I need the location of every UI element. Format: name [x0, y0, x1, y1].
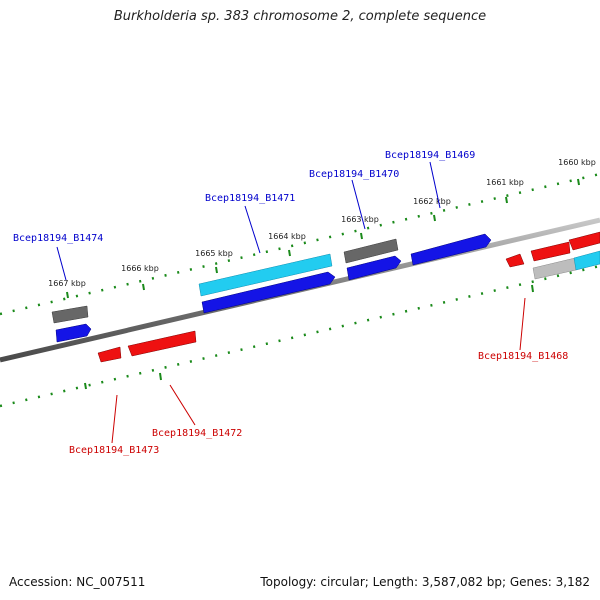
cds-feature[interactable] [530, 241, 571, 262]
gene-label[interactable]: Bcep18194_B1468 [478, 351, 568, 362]
tick-label: 1660 kbp [558, 158, 596, 167]
cds-feature[interactable] [201, 271, 336, 314]
tick-label: 1663 kbp [341, 215, 379, 224]
gene-label[interactable]: Bcep18194_B1472 [152, 428, 242, 439]
gene-label[interactable]: Bcep18194_B1469 [385, 150, 475, 161]
rna-feature[interactable] [573, 250, 600, 271]
map-title: Burkholderia sp. 383 chromosome 2, compl… [113, 9, 487, 24]
genome-summary-text: Topology: circular; Length: 3,587,082 bp… [260, 575, 590, 589]
tick-label: 1664 kbp [268, 232, 306, 241]
cds-feature[interactable] [505, 253, 525, 268]
inner-ruler-ticks [84, 284, 534, 390]
rna-feature[interactable] [198, 253, 333, 297]
tick-label: 1662 kbp [413, 197, 451, 206]
tick-label: 1666 kbp [121, 264, 159, 273]
forward-features [51, 233, 600, 343]
gene-label[interactable]: Bcep18194_B1471 [205, 193, 295, 204]
gene-feature[interactable] [343, 238, 399, 264]
gene-feature[interactable] [532, 257, 577, 280]
cds-feature[interactable] [55, 323, 92, 343]
forward-leader-lines [56, 161, 441, 281]
reverse-leader-lines [111, 297, 526, 444]
cds-feature[interactable] [97, 346, 122, 363]
tick-label: 1665 kbp [195, 249, 233, 258]
gene-feature[interactable] [51, 305, 89, 324]
outer-ruler-ticks [66, 178, 580, 299]
cds-feature[interactable] [346, 255, 402, 281]
gene-label[interactable]: Bcep18194_B1474 [13, 233, 103, 244]
cds-feature[interactable] [127, 330, 197, 357]
outer-ruler-track [0, 172, 600, 316]
cds-feature[interactable] [568, 231, 600, 251]
tick-label: 1661 kbp [486, 178, 524, 187]
reverse-features [97, 231, 600, 363]
tick-label: 1667 kbp [48, 279, 86, 288]
accession-text: Accession: NC_007511 [9, 575, 146, 589]
cds-feature[interactable] [410, 233, 492, 266]
gene-label[interactable]: Bcep18194_B1470 [309, 169, 399, 180]
gene-label[interactable]: Bcep18194_B1473 [69, 445, 159, 456]
